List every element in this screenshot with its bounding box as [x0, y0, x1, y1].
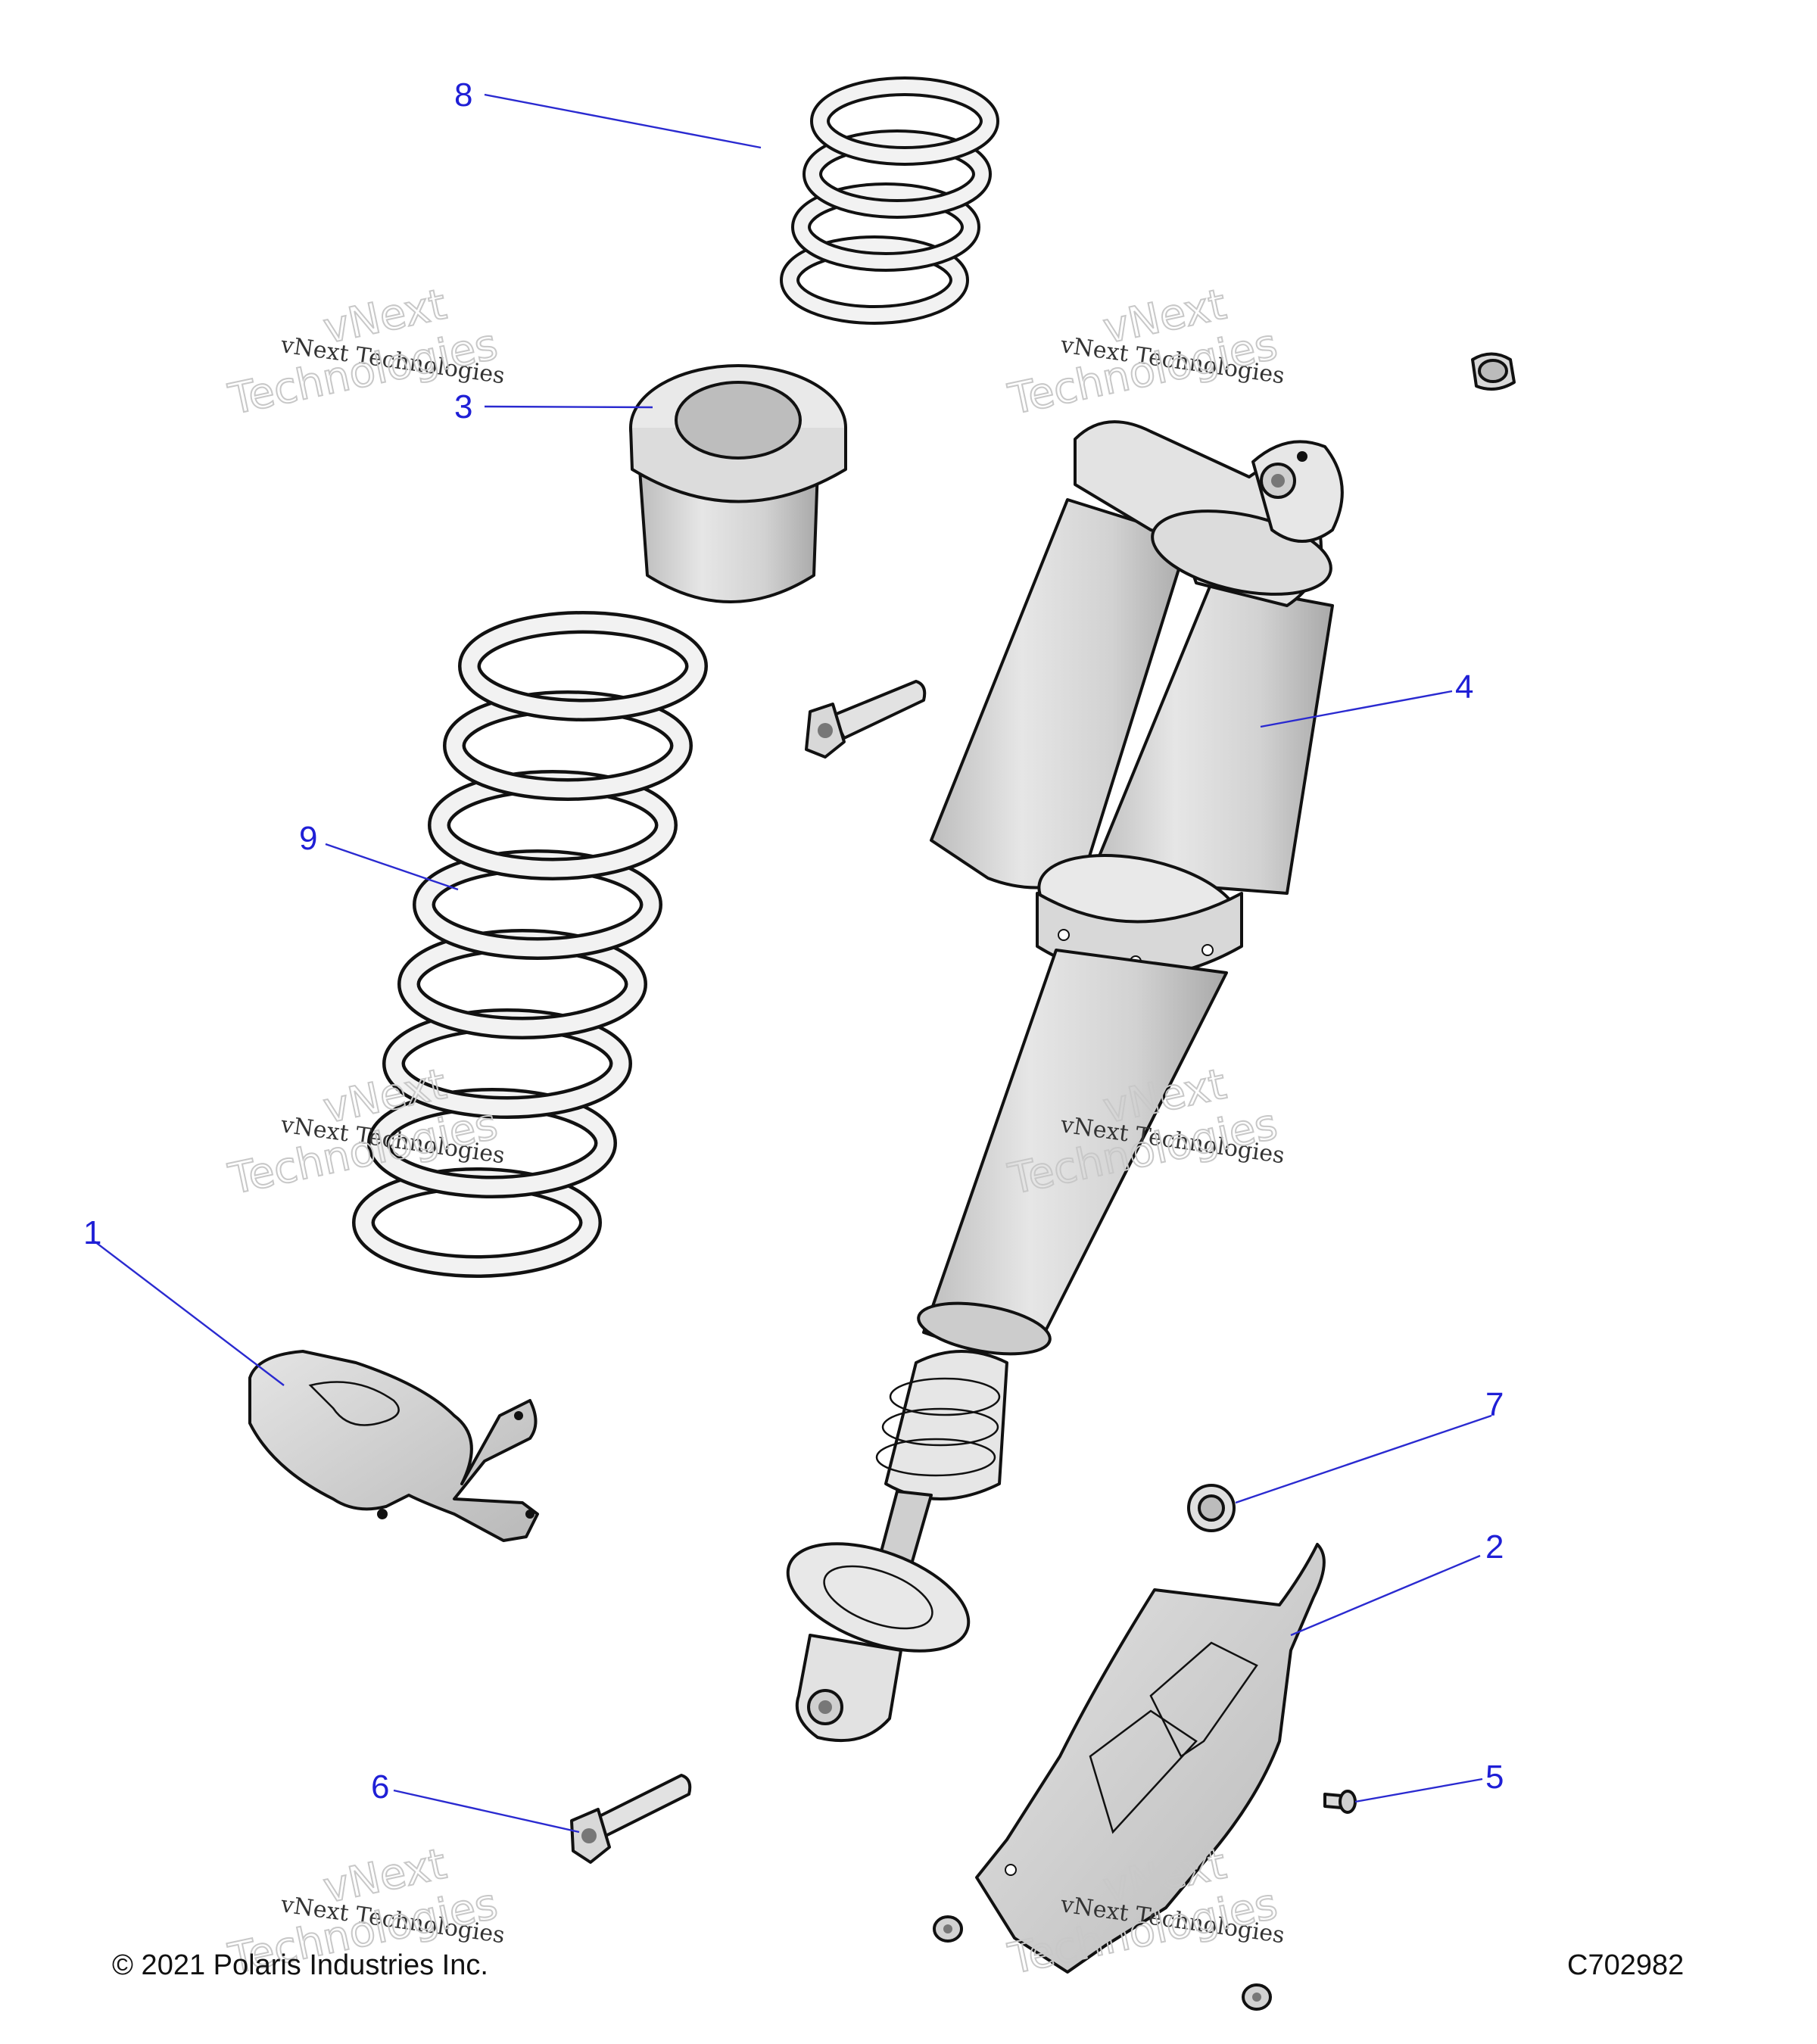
bushing-nut-part[interactable]	[1187, 1484, 1236, 1532]
callout-5[interactable]: 5	[1485, 1759, 1504, 1796]
large-coil-spring-part[interactable]	[352, 611, 708, 1278]
callout-3[interactable]: 3	[454, 388, 472, 425]
leader-line-4	[1260, 690, 1453, 728]
bottom-fastener-right[interactable]	[1242, 1983, 1272, 2011]
leader-line-2	[1290, 1554, 1481, 1637]
leader-line-5	[1354, 1778, 1483, 1803]
leader-line-1	[94, 1241, 285, 1386]
lower-bolt-part[interactable]	[570, 1774, 692, 1864]
shock-absorber-part[interactable]	[774, 420, 1344, 1743]
callout-6[interactable]: 6	[371, 1768, 389, 1806]
leader-line-6	[393, 1789, 580, 1834]
callout-8[interactable]: 8	[454, 76, 472, 114]
leader-line-9	[325, 843, 459, 891]
copyright-text: © 2021 Polaris Industries Inc.	[112, 1949, 488, 1981]
top-nut[interactable]	[1471, 352, 1516, 391]
bottom-fastener-left[interactable]	[933, 1915, 963, 1943]
upper-mounting-bolt[interactable]	[805, 680, 927, 759]
small-screw-part[interactable]	[1323, 1790, 1357, 1814]
small-spring-part[interactable]	[780, 76, 999, 325]
callout-2[interactable]: 2	[1485, 1528, 1504, 1566]
callout-1[interactable]: 1	[83, 1214, 101, 1251]
watermark-bottom-left: vNext Technologies vNext Technologies	[223, 1839, 506, 1985]
leader-line-7	[1235, 1414, 1492, 1504]
leader-line-8	[484, 93, 762, 149]
diagram-code: C702982	[1567, 1949, 1684, 1981]
callout-9[interactable]: 9	[299, 820, 317, 857]
spring-adapter-part[interactable]	[629, 364, 847, 603]
watermark-top-left: vNext Technologies vNext Technologies	[223, 279, 506, 425]
callout-4[interactable]: 4	[1455, 668, 1473, 706]
callout-7[interactable]: 7	[1485, 1386, 1504, 1423]
spring-plate-part[interactable]	[248, 1350, 539, 1542]
shock-guard-part[interactable]	[975, 1543, 1326, 1974]
